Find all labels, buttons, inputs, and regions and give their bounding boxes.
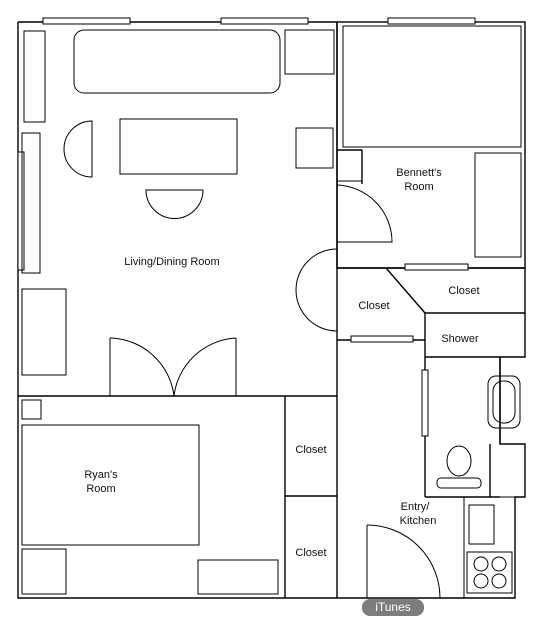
outer-walls	[17, 21, 526, 599]
bennett-room-label-line1: Bennett's	[396, 167, 442, 179]
shower-label: Shower	[441, 333, 479, 345]
ryan-room-label-line2: Room	[86, 483, 115, 495]
living-furniture	[21, 29, 363, 376]
bennett-furniture	[342, 25, 522, 258]
ryan-furniture	[21, 399, 279, 595]
itunes-watermark: iTunes	[362, 599, 424, 616]
entry-kitchen-label-line2: Kitchen	[400, 515, 437, 527]
windows	[17, 17, 476, 437]
bathroom-fixtures	[436, 375, 521, 489]
bennett-room-label-line2: Room	[404, 181, 433, 193]
interior-walls	[18, 149, 525, 599]
kitchen-fixtures	[466, 504, 513, 594]
living-dining-room-label: Living/Dining Room	[124, 256, 219, 268]
closet-right-label: Closet	[448, 285, 479, 297]
entry-kitchen-label-line1: Entry/	[401, 501, 431, 513]
closet-left-label: Closet	[358, 300, 389, 312]
ryan-room-label-line1: Ryan's	[84, 469, 118, 481]
closet-ryan-top-label: Closet	[295, 444, 326, 456]
closet-ryan-bottom-label: Closet	[295, 547, 326, 559]
doors	[109, 184, 441, 599]
